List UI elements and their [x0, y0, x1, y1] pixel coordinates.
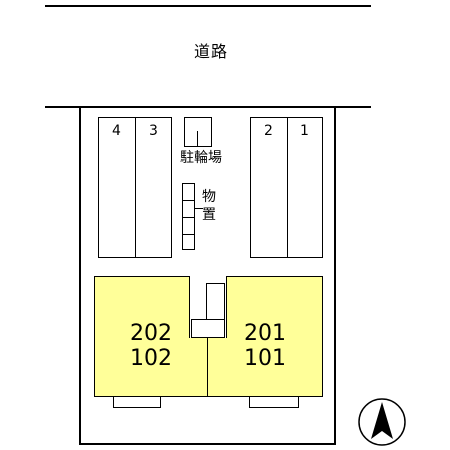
unit-202: 202: [130, 321, 172, 346]
parking-space-4: 4: [98, 117, 136, 258]
road-bottom-edge: [45, 106, 371, 108]
bicycle-parking-box: [184, 117, 212, 147]
parking-space-label: 1: [300, 123, 309, 139]
road-label: 道路: [194, 42, 229, 61]
stair-upper: [206, 283, 225, 320]
storage-shed-divider: [183, 217, 194, 218]
balcony-right: [249, 396, 299, 408]
storage-shed-divider: [183, 234, 194, 235]
lot-bottom-edge: [79, 443, 336, 445]
parking-space-2: 2: [250, 117, 288, 258]
parking-space-label: 2: [264, 123, 273, 139]
unit-102: 102: [130, 346, 172, 371]
bicycle-parking-divider: [197, 131, 198, 147]
parking-space-label: 4: [112, 123, 121, 139]
north-arrow-icon: [358, 398, 406, 446]
parking-space-label: 3: [149, 123, 158, 139]
parking-space-3: 3: [135, 117, 172, 258]
bicycle-parking-label: 駐輪場: [180, 150, 222, 166]
storage-label-leader: [195, 208, 203, 209]
stair-lower: [191, 319, 225, 338]
storage-label-line2: 置: [202, 207, 216, 223]
balcony-left: [113, 396, 161, 408]
storage-shed-divider: [183, 200, 194, 201]
unit-101: 101: [244, 346, 286, 371]
lot-right-edge: [334, 106, 336, 445]
road-top-edge: [45, 5, 371, 7]
storage-shed: [182, 183, 195, 250]
unit-201: 201: [244, 321, 286, 346]
lot-left-edge: [79, 106, 81, 445]
storage-label-line1: 物: [202, 189, 216, 205]
parking-space-1: 1: [287, 117, 323, 258]
